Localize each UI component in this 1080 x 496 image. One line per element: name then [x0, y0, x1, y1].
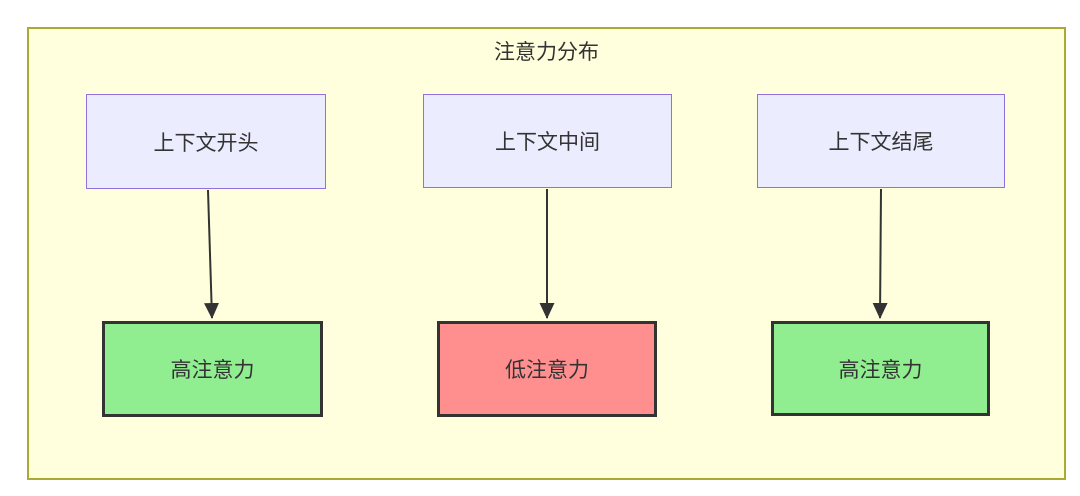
node-low-attention-middle-label: 低注意力 — [505, 358, 589, 382]
node-context-middle: 上下文中间 — [423, 94, 672, 188]
node-context-middle-label: 上下文中间 — [495, 130, 600, 154]
node-high-attention-end-label: 高注意力 — [838, 357, 923, 382]
node-context-start-label: 上下文开头 — [153, 130, 259, 155]
cluster-title: 注意力分布 — [494, 40, 599, 64]
node-context-start: 上下文开头 — [86, 94, 326, 189]
node-low-attention-middle: 低注意力 — [437, 321, 657, 417]
node-high-attention-start-label: 高注意力 — [170, 358, 255, 382]
node-high-attention-end: 高注意力 — [771, 321, 990, 416]
node-context-end: 上下文结尾 — [757, 94, 1005, 188]
node-context-end-label: 上下文结尾 — [828, 130, 934, 154]
node-high-attention-start: 高注意力 — [102, 321, 323, 417]
